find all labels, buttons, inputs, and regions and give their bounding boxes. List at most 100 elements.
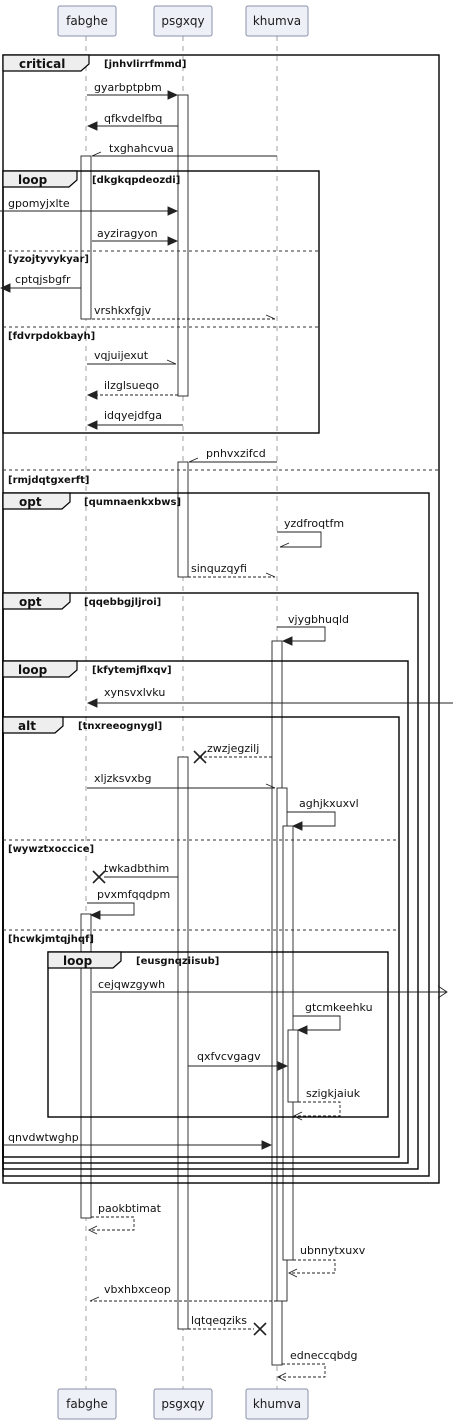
- message-qxfvcvgagv: qxfvcvgagv: [188, 1050, 289, 1071]
- message-gtcmkeehku: gtcmkeehku: [293, 1001, 373, 1035]
- fragment-guard: [wywztxoccice]: [8, 844, 94, 855]
- message-aghjkxuxvl: aghjkxuxvl: [287, 797, 359, 831]
- message-zwzjegzilj: zwzjegzilj: [193, 742, 272, 764]
- fragment-guard: [fdvrpdokbayh]: [8, 331, 95, 342]
- fragment-guard: [kfytemjflxqv]: [92, 665, 172, 676]
- message-label: qnvdwtwghp: [8, 1131, 79, 1144]
- fragment-loop: loop [dkgkqpdeozdi] [yzojtyvykyar] [fdvr…: [2, 170, 320, 434]
- fragment-alt: alt [tnxreeognygl] [wywztxoccice] [hcwkj…: [2, 716, 400, 1158]
- fragment-guard: [yzojtyvykyar]: [8, 254, 89, 265]
- message-vrshkxfgjv: vrshkxfgjv: [92, 304, 276, 320]
- message-label: qxfvcvgagv: [197, 1050, 261, 1063]
- message-label: sinquzqyfi: [191, 562, 247, 575]
- message-label: txghahcvua: [109, 142, 174, 155]
- fragment-guard: [eusgnqziisub]: [136, 956, 219, 967]
- message-vjygbhuqld: vjygbhuqld: [277, 613, 349, 646]
- message-idqyejdfga: idqyejdfga: [86, 409, 183, 430]
- fragment-keyword: opt: [19, 595, 42, 609]
- message-label: ilzglsueqo: [104, 379, 159, 392]
- participant-psgxqy-top: psgxqy: [153, 5, 213, 37]
- fragment-opt: opt [qqebbgjljroi]: [2, 592, 419, 1170]
- message-edneccqbdg: edneccqbdg: [276, 1349, 358, 1382]
- message-label: idqyejdfga: [104, 409, 162, 422]
- participant-psgxqy-bottom: psgxqy: [153, 1388, 213, 1420]
- participant-label: khumva: [253, 14, 301, 28]
- message-vqjuijexut: vqjuijexut: [87, 349, 177, 365]
- participant-khumva-top: khumva: [245, 5, 309, 37]
- fragment-guard: [qumnaenkxbws]: [84, 497, 181, 508]
- message-label: pvxmfqqdpm: [97, 888, 170, 901]
- message-label: aghjkxuxvl: [299, 797, 359, 810]
- message-qfkvdelfbq: qfkvdelfbq: [86, 112, 178, 131]
- participant-label: psgxqy: [161, 1397, 204, 1411]
- message-label: cejqwzgywh: [98, 978, 165, 991]
- participant-label: psgxqy: [161, 14, 204, 28]
- fragment-keyword: loop: [18, 663, 48, 677]
- fragment-guard: [jnhvlirrfmmd]: [104, 59, 186, 70]
- message-label: vbxhbxceop: [104, 1283, 171, 1296]
- message-label: gyarbptpbm: [94, 81, 162, 94]
- message-txghahcvua: txghahcvua: [91, 142, 277, 157]
- message-label: pnhvxzifcd: [206, 447, 266, 460]
- fragment-guard: [hcwkjmtqjhqf]: [8, 934, 94, 945]
- participant-label: khumva: [253, 1397, 301, 1411]
- message-yzdfroqtfm: yzdfroqtfm: [277, 517, 344, 548]
- participant-label: fabghe: [66, 14, 108, 28]
- fragment-guard: [rmjdqtgxerft]: [8, 475, 89, 486]
- fragment-keyword: opt: [19, 495, 42, 509]
- activation-bar: [80, 155, 92, 320]
- message-vbxhbxceop: vbxhbxceop: [89, 1283, 277, 1302]
- fragment-guard: [qqebbgjljroi]: [84, 597, 161, 608]
- fragment-loop: loop [eusgnqziisub]: [47, 951, 389, 1118]
- message-label: cptqjsbgfr: [15, 273, 71, 286]
- message-label: lqtqeqziks: [191, 1314, 247, 1327]
- message-szigkjaiuk: szigkjaiuk: [292, 1087, 361, 1121]
- fragment-keyword: alt: [18, 719, 36, 733]
- message-ilzglsueqo: ilzglsueqo: [86, 379, 178, 400]
- message-label: vjygbhuqld: [288, 613, 349, 626]
- message-label: qfkvdelfbq: [104, 112, 162, 125]
- message-ubnnytxuxv: ubnnytxuxv: [287, 1244, 366, 1278]
- message-label: ayziragyon: [97, 227, 158, 240]
- activation-bar: [177, 94, 189, 397]
- message-label: szigkjaiuk: [306, 1087, 361, 1100]
- message-label: paokbtimat: [98, 1202, 162, 1215]
- message-lqtqeqziks: lqtqeqziks: [188, 1314, 267, 1336]
- message-sinquzqyfi: sinquzqyfi: [188, 562, 276, 578]
- message-label: vrshkxfgjv: [94, 304, 152, 317]
- activation-bar: [177, 756, 189, 1330]
- message-cejqwzgywh: cejqwzgywh: [92, 978, 448, 999]
- message-label: xynsvxlvku: [104, 686, 165, 699]
- participant-label: fabghe: [66, 1397, 108, 1411]
- message-label: xljzksvxbg: [94, 772, 151, 785]
- message-label: twkadbthim: [104, 862, 169, 875]
- message-pnhvxzifcd: pnhvxzifcd: [188, 447, 277, 463]
- fragment-keyword: loop: [18, 173, 48, 187]
- fragment-guard: [tnxreeognygl]: [78, 721, 162, 732]
- fragment-critical: critical [jnhvlirrfmmd] [rmjdqtgxerft]: [2, 54, 440, 1184]
- message-twkadbthim: twkadbthim: [92, 862, 178, 884]
- fragment-guard: [dkgkqpdeozdi]: [92, 175, 180, 186]
- message-label: gtcmkeehku: [305, 1001, 373, 1014]
- message-label: zwzjegzilj: [207, 742, 259, 755]
- message-gpomyjxlte: gpomyjxlte: [0, 197, 179, 216]
- message-label: gpomyjxlte: [8, 197, 70, 210]
- fragment-keyword: loop: [63, 954, 93, 968]
- message-label: ubnnytxuxv: [300, 1244, 366, 1257]
- participant-khumva-bottom: khumva: [245, 1388, 309, 1420]
- message-xljzksvxbg: xljzksvxbg: [87, 772, 276, 789]
- message-cptqjsbgfr: cptqjsbgfr: [0, 273, 81, 293]
- message-label: vqjuijexut: [94, 349, 149, 362]
- message-xynsvxlvku: xynsvxlvku: [86, 686, 453, 708]
- message-ayziragyon: ayziragyon: [92, 227, 179, 246]
- message-gyarbptpbm: gyarbptpbm: [87, 81, 179, 100]
- activation-bar: [80, 913, 92, 1219]
- message-qnvdwtwghp: qnvdwtwghp: [3, 1131, 273, 1150]
- participant-fabghe-bottom: fabghe: [57, 1388, 117, 1420]
- activation-bar: [287, 1029, 299, 1103]
- activation-bar: [177, 461, 189, 578]
- message-label: yzdfroqtfm: [284, 517, 344, 530]
- participant-fabghe-top: fabghe: [57, 5, 117, 37]
- message-label: edneccqbdg: [290, 1349, 358, 1362]
